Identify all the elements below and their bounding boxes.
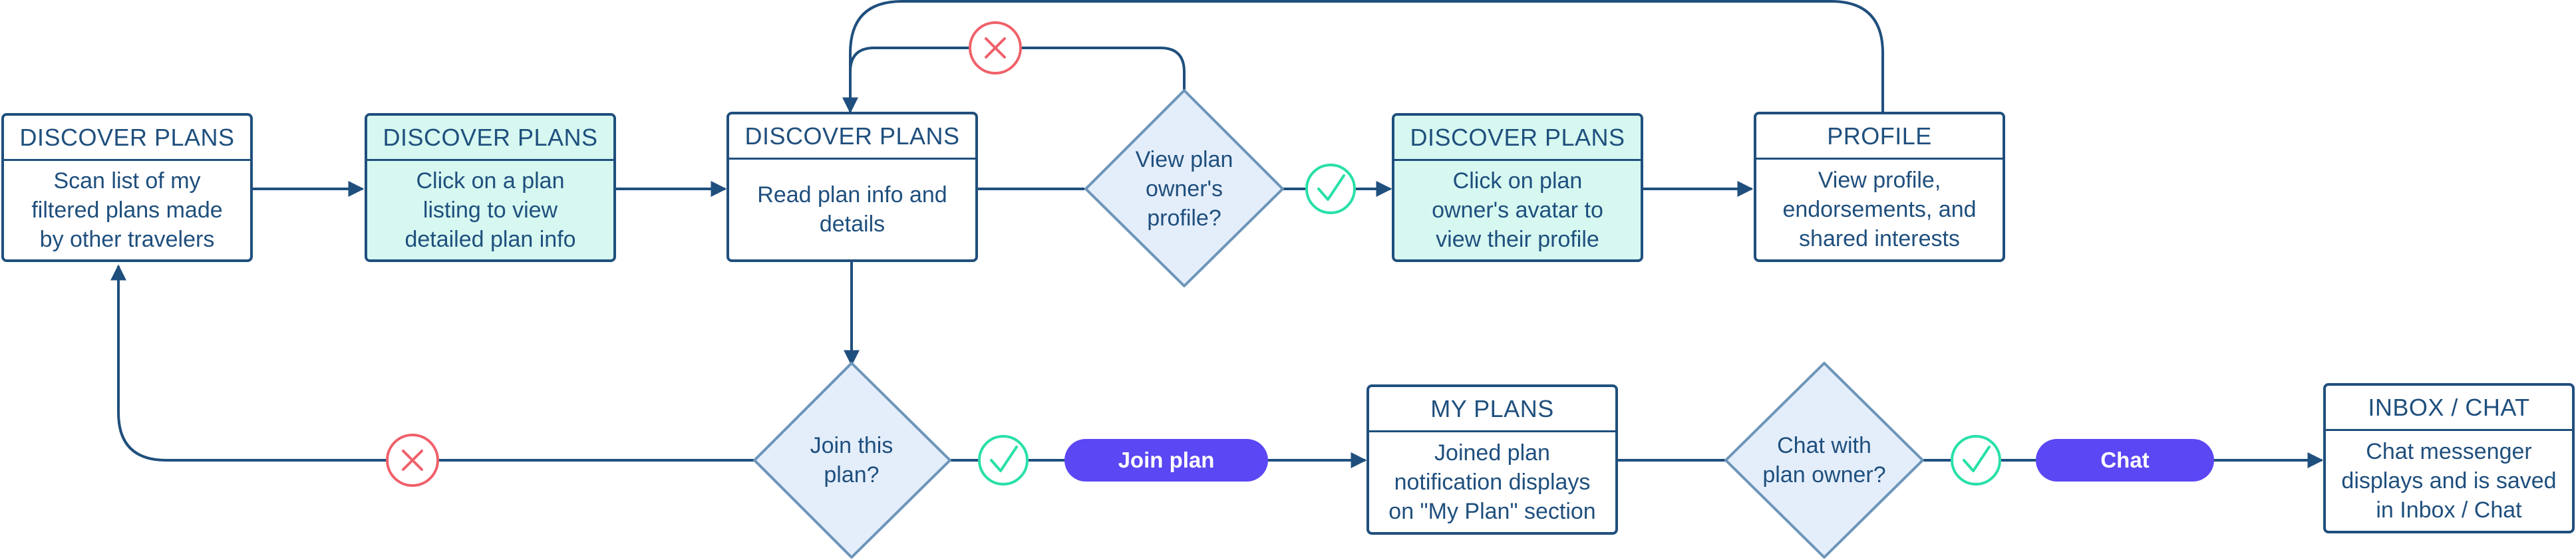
connector-profile-loop [842, 0, 1884, 114]
node-body: Click on plan owner's avatar to view the… [1394, 161, 1641, 259]
decision-diamond-join [753, 362, 951, 559]
node-header: DISCOVER PLANS [1394, 116, 1641, 161]
cross-icon [969, 21, 1022, 74]
node-header: DISCOVER PLANS [367, 116, 613, 161]
node-body: Read plan info and details [757, 182, 947, 237]
node-body: View profile, endorsements, and shared i… [1782, 168, 1977, 251]
cross-icon [386, 434, 439, 487]
check-icon [978, 435, 1029, 486]
check-icon [1951, 435, 2001, 486]
node-inbox: INBOX / CHAT Chat messenger displays and… [2323, 383, 2575, 533]
node-header: PROFILE [1756, 114, 2003, 160]
node-body: Joined plan notification displays on "My… [1388, 440, 1596, 524]
node-my-plans: MY PLANS Joined plan notification displa… [1367, 384, 1618, 535]
join-plan-button[interactable]: Join plan [1064, 439, 1268, 482]
decision-diamond-view-owner [1084, 89, 1284, 287]
decision-diamond-chat [1724, 362, 1924, 559]
node-header: DISCOVER PLANS [4, 116, 250, 161]
node-click-listing: DISCOVER PLANS Click on a plan listing t… [365, 113, 616, 262]
node-click-avatar: DISCOVER PLANS Click on plan owner's ava… [1392, 113, 1643, 262]
decision-label-chat: Chat with plan owner? [1762, 433, 1886, 488]
node-header: INBOX / CHAT [2326, 386, 2572, 431]
chat-button[interactable]: Chat [2036, 439, 2214, 482]
node-body: Scan list of my filtered plans made by o… [31, 168, 223, 252]
node-body: Chat messenger displays and is saved in … [2341, 439, 2557, 523]
check-icon [1305, 164, 1356, 214]
node-read-info: DISCOVER PLANS Read plan info and detail… [726, 112, 978, 262]
decision-label-join: Join this plan? [810, 433, 893, 488]
node-scan-list: DISCOVER PLANS Scan list of my filtered … [1, 113, 253, 262]
connector-join-no-loop [110, 264, 754, 462]
node-header: DISCOVER PLANS [729, 114, 975, 160]
node-header: MY PLANS [1369, 387, 1615, 432]
node-body: Click on a plan listing to view detailed… [367, 161, 613, 259]
decision-label-view-owner: View plan owner's profile? [1135, 147, 1233, 231]
node-profile: PROFILE View profile, endorsements, and … [1754, 112, 2005, 262]
